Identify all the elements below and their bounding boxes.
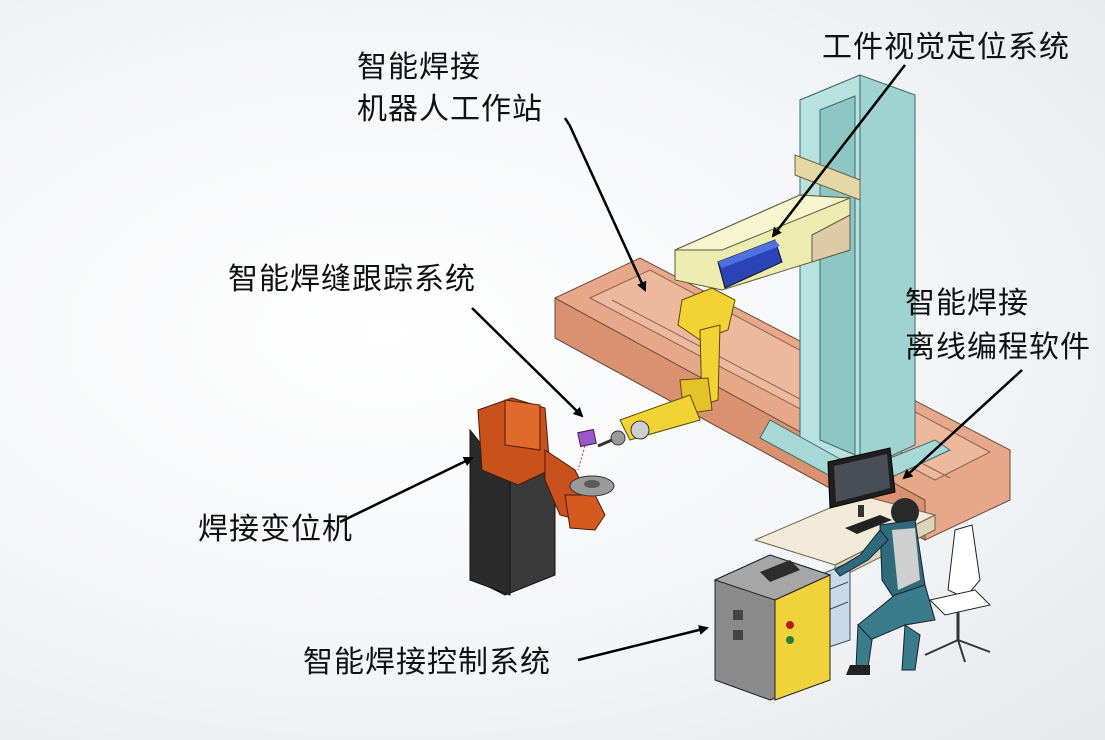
seam-sensor <box>577 428 597 448</box>
label-workstation-line2: 机器人工作站 <box>357 92 543 127</box>
label-vision-system: 工件视觉定位系统 <box>822 30 1070 65</box>
label-control-system: 智能焊接控制系统 <box>303 645 551 680</box>
leader-arrows <box>339 64 1023 662</box>
label-offline-line1: 智能焊接 <box>905 286 1029 321</box>
label-offline-line2: 离线编程软件 <box>905 330 1091 365</box>
arrow-positioner <box>339 456 474 524</box>
office-chair <box>924 524 991 663</box>
welding-robot <box>597 287 736 448</box>
monitor <box>827 447 896 534</box>
laser-line <box>577 445 586 471</box>
vision-camera <box>717 239 783 289</box>
control-cabinet <box>713 554 832 701</box>
label-seam-tracking: 智能焊缝跟踪系统 <box>228 262 476 297</box>
arrow-workstation <box>563 117 647 292</box>
welding-positioner <box>469 397 615 596</box>
arrow-control <box>577 625 709 662</box>
operator <box>834 498 936 675</box>
arrow-seam <box>471 307 584 418</box>
label-workstation-line1: 智能焊接 <box>357 50 481 85</box>
arrow-offline <box>902 369 1023 480</box>
label-positioner: 焊接变位机 <box>198 512 353 547</box>
vision-pillar <box>759 74 952 493</box>
arrow-vision <box>771 64 906 238</box>
